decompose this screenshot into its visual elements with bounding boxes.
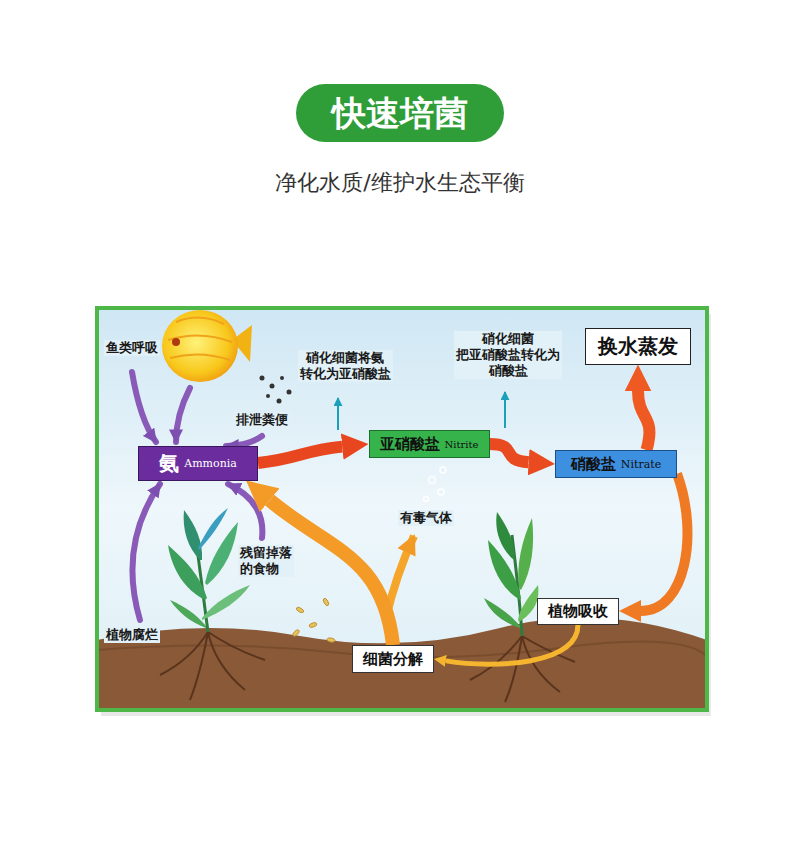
box-label: 植物吸收 [548,602,608,621]
annotation: 植物腐烂 [104,627,160,643]
box-label: 氨 [159,450,179,477]
flow-arrow [490,444,529,462]
annotation: 硝化细菌将氨 转化为亚硝酸盐 [298,350,393,382]
ammonia-box: 氨 Ammonia [138,446,258,481]
title-pill: 快速培菌 [296,84,504,142]
box-label: 换水蒸发 [598,333,678,360]
annotation: 残留掉落 的食物 [238,545,294,577]
note-arrows [338,392,505,430]
annotation: 有毒气体 [398,510,454,526]
box-label: 细菌分解 [363,650,423,669]
annotation: 排泄粪便 [234,412,290,428]
box-sublabel: Nitrate [621,458,661,471]
subtitle: 净化水质/维护水生态平衡 [275,168,524,198]
food-pieces [292,598,336,643]
flow-arrow [638,391,649,450]
plant-roots [160,632,575,702]
nitrite-box: 亚硝酸盐 Nitrite [369,430,490,458]
soil [97,617,707,710]
discus-fish [162,310,252,382]
source-arrows [132,372,262,620]
plant-uptake-box: 植物吸收 [537,598,619,625]
bacteria-box: 细菌分解 [352,645,434,673]
panel-border [97,308,707,710]
box-sublabel: Nitrite [445,439,479,450]
water-change-box: 换水蒸发 [585,328,691,365]
flow-arrow [641,474,687,611]
box-label: 亚硝酸盐 [380,435,440,454]
droppings [260,376,292,404]
right-plant [484,512,538,636]
nitrate-box: 硝酸盐 Nitrate [555,450,677,478]
annotation: 硝化细菌 把亚硝酸盐转化为 硝酸盐 [454,331,562,379]
box-label: 硝酸盐 [571,455,616,474]
gas-bubbles [424,467,447,502]
flow-arrow [446,625,578,665]
flow-arrow [258,447,342,463]
box-sublabel: Ammonia [184,457,237,470]
annotation: 鱼类呼吸 [104,340,160,356]
